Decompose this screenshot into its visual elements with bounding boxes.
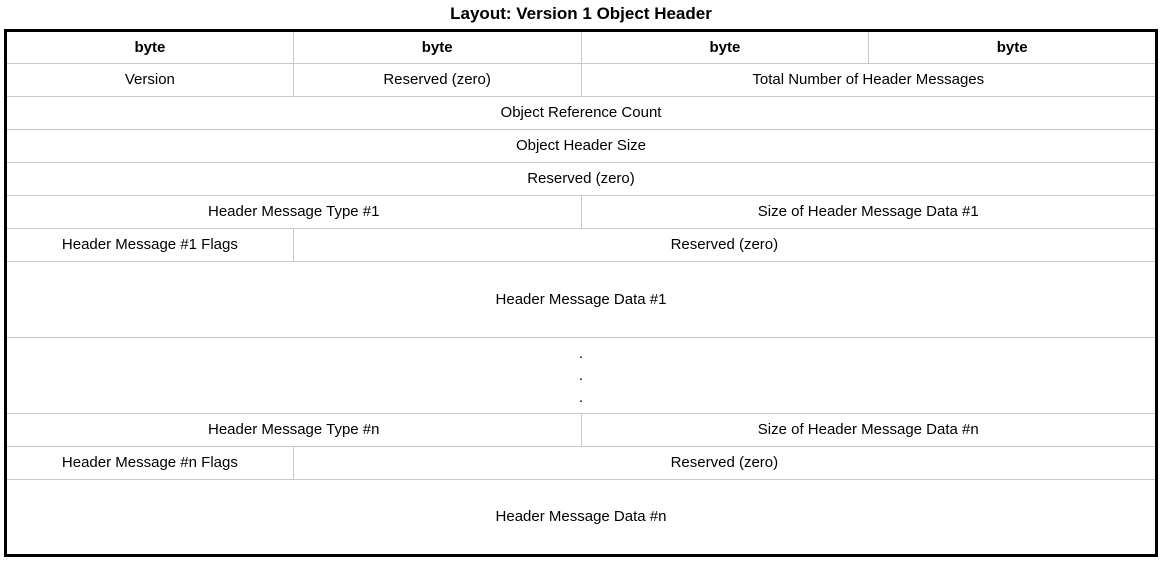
table-row: . . . <box>5 337 1157 414</box>
table-row: Object Header Size <box>5 129 1157 163</box>
page-title: Layout: Version 1 Object Header <box>450 4 712 23</box>
byte-column-header: byte <box>5 30 294 64</box>
byte-header-row: byte byte byte byte <box>5 30 1157 64</box>
message-size-cell: Size of Header Message Data #1 <box>580 195 1157 229</box>
version-cell: Version <box>5 63 294 97</box>
table-row: Reserved (zero) <box>5 162 1157 196</box>
ellipsis-dot: . <box>578 344 584 362</box>
message-flags-cell: Header Message #n Flags <box>5 446 294 480</box>
message-flags-cell: Header Message #1 Flags <box>5 228 294 262</box>
table-row: Header Message Data #1 <box>5 261 1157 338</box>
header-size-cell: Object Header Size <box>5 129 1157 163</box>
object-header-layout-table: byte byte byte byte Version Reserved (ze… <box>4 29 1158 557</box>
table-row: Header Message #n Flags Reserved (zero) <box>5 446 1158 480</box>
message-type-cell: Header Message Type #1 <box>5 195 582 229</box>
ellipsis-dot: . <box>578 366 584 384</box>
message-size-cell: Size of Header Message Data #n <box>580 413 1157 447</box>
total-messages-cell: Total Number of Header Messages <box>580 63 1157 97</box>
ellipsis-cell: . . . <box>5 337 1157 414</box>
table-row: Version Reserved (zero) Total Number of … <box>5 63 1157 97</box>
table-row: Object Reference Count <box>5 96 1157 130</box>
message-type-cell: Header Message Type #n <box>5 413 582 447</box>
message-data-cell: Header Message Data #1 <box>5 261 1157 338</box>
table-row: Header Message Data #n <box>5 479 1157 556</box>
reserved-cell: Reserved (zero) <box>292 228 1158 262</box>
reserved-cell: Reserved (zero) <box>292 446 1158 480</box>
byte-column-header: byte <box>580 30 870 64</box>
reference-count-cell: Object Reference Count <box>5 96 1157 130</box>
table-row: Header Message #1 Flags Reserved (zero) <box>5 228 1158 262</box>
ellipsis-dot: . <box>578 388 584 406</box>
reserved-cell: Reserved (zero) <box>5 162 1157 196</box>
reserved-cell: Reserved (zero) <box>292 63 582 97</box>
table-row: Header Message Type #n Size of Header Me… <box>5 413 1157 447</box>
table-row: Header Message Type #1 Size of Header Me… <box>5 195 1157 229</box>
byte-column-header: byte <box>292 30 582 64</box>
message-data-cell: Header Message Data #n <box>5 479 1157 556</box>
byte-column-header: byte <box>868 30 1157 64</box>
